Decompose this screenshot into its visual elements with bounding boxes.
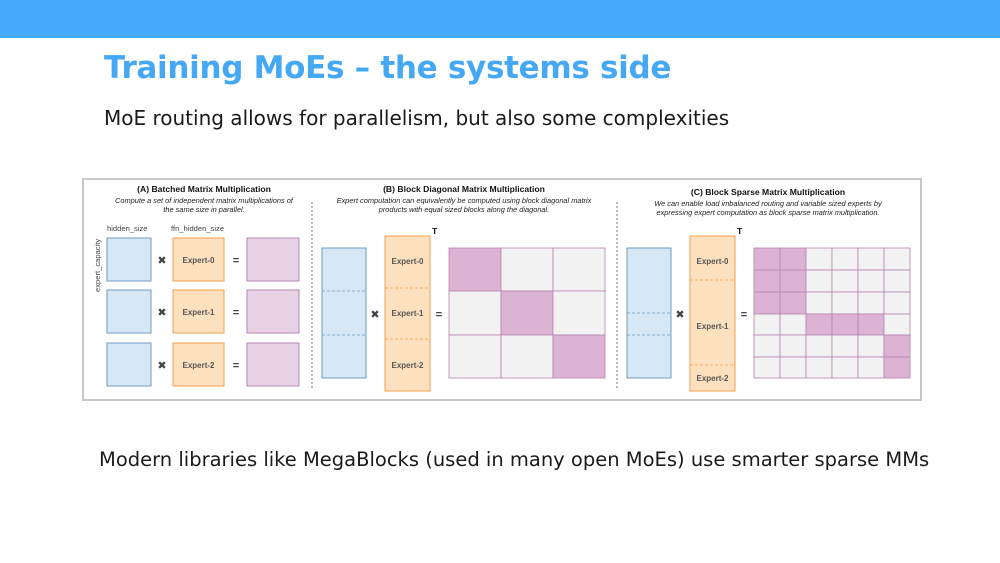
block-sparse-output xyxy=(753,247,911,379)
label-ffn-hidden-size: ffn_hidden_size xyxy=(171,224,224,233)
input-matrix-b xyxy=(321,247,367,379)
times-symbol: ✖ xyxy=(157,360,166,372)
expert-label-2: Expert-2 xyxy=(696,374,729,383)
expert-label-0: Expert-0 xyxy=(182,256,215,265)
slide-title: Training MoEs – the systems side xyxy=(104,50,672,86)
panel-a-desc-2: the same size in parallel. xyxy=(163,205,244,214)
expert-label-1: Expert-1 xyxy=(696,322,729,331)
header-bar xyxy=(0,0,1000,38)
panel-b-desc-2: products with equal sized blocks along t… xyxy=(378,205,550,214)
times-symbol: ✖ xyxy=(157,255,166,267)
equals-symbol: = xyxy=(233,360,239,372)
times-symbol: ✖ xyxy=(675,309,684,321)
expert-stack-b xyxy=(384,235,431,392)
label-expert-capacity: expert_capacity xyxy=(93,239,102,292)
panel-b-desc-1: Expert computation can equivalently be c… xyxy=(337,196,592,205)
output-block-2 xyxy=(246,342,300,387)
equals-symbol: = xyxy=(233,307,239,319)
panel-c-title: (C) Block Sparse Matrix Multiplication xyxy=(691,187,845,197)
panel-b-title: (B) Block Diagonal Matrix Multiplication xyxy=(383,184,545,194)
transpose-mark: T xyxy=(432,226,438,236)
slide-subtitle: MoE routing allows for parallelism, but … xyxy=(104,106,730,130)
output-block-1 xyxy=(246,289,300,334)
equals-symbol: = xyxy=(741,309,747,321)
times-symbol: ✖ xyxy=(370,309,379,321)
equals-symbol: = xyxy=(436,309,442,321)
block-diagonal-output xyxy=(448,247,606,379)
input-block-0 xyxy=(106,237,152,282)
panel-c-desc-1: We can enable load imbalanced routing an… xyxy=(654,199,883,208)
expert-label-0: Expert-0 xyxy=(391,257,424,266)
times-symbol: ✖ xyxy=(157,307,166,319)
expert-block-0 xyxy=(172,237,225,282)
equals-symbol: = xyxy=(233,255,239,267)
panel-c-desc-2: expressing expert computation as block s… xyxy=(656,208,879,217)
panel-a-desc-1: Compute a set of independent matrix mult… xyxy=(115,196,294,205)
label-hidden-size: hidden_size xyxy=(107,224,148,233)
output-block-0 xyxy=(246,237,300,282)
moe-diagram: (A) Batched Matrix Multiplication Comput… xyxy=(93,184,911,392)
slide-footer-text: Modern libraries like MegaBlocks (used i… xyxy=(99,448,930,471)
moe-figure: (A) Batched Matrix Multiplication Comput… xyxy=(82,178,922,401)
input-block-2 xyxy=(106,342,152,387)
expert-label-2: Expert-2 xyxy=(391,361,424,370)
expert-block-1 xyxy=(172,289,225,334)
panel-a-title: (A) Batched Matrix Multiplication xyxy=(137,184,271,194)
expert-label-1: Expert-1 xyxy=(182,308,215,317)
expert-label-0: Expert-0 xyxy=(696,257,729,266)
input-block-1 xyxy=(106,289,152,334)
expert-block-2 xyxy=(172,342,225,387)
expert-label-1: Expert-1 xyxy=(391,309,424,318)
transpose-mark: T xyxy=(737,226,743,236)
expert-label-2: Expert-2 xyxy=(182,361,215,370)
